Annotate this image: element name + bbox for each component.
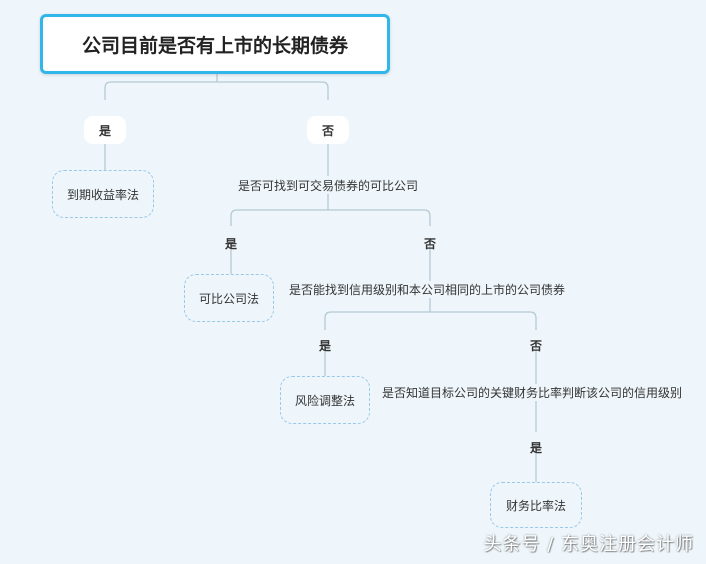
branch-no-label: 否 xyxy=(307,116,349,144)
root-title: 公司目前是否有上市的长期债券 xyxy=(81,34,348,57)
leaf-risk-adjust-method: 风险调整法 xyxy=(280,376,370,424)
leaf-ratio-method-label: 财务比率法 xyxy=(505,498,566,513)
branch-yes-label-3: 是 xyxy=(318,338,331,353)
watermark: 头条号 / 东奥注册会计师 xyxy=(483,534,694,555)
question-2: 是否能找到信用级别和本公司相同的上市的公司债券 xyxy=(287,281,568,298)
leaf-risk-adjust-method-label: 风险调整法 xyxy=(294,393,355,408)
question-1: 是否可找到可交易债券的可比公司 xyxy=(236,177,421,194)
leaf-ytm-method: 到期收益率法 xyxy=(52,170,154,218)
branch-no-label-3: 否 xyxy=(529,338,542,353)
branch-no-label-2: 否 xyxy=(423,236,436,251)
branch-yes-label-4: 是 xyxy=(529,440,542,455)
leaf-comparable-method: 可比公司法 xyxy=(184,274,274,322)
question-3: 是否知道目标公司的关键财务比率判断该公司的信用级别 xyxy=(380,384,685,401)
leaf-ratio-method: 财务比率法 xyxy=(490,482,582,528)
leaf-ytm-method-label: 到期收益率法 xyxy=(66,187,139,202)
leaf-comparable-method-label: 可比公司法 xyxy=(198,291,259,306)
root-question-box: 公司目前是否有上市的长期债券 xyxy=(40,14,390,74)
branch-yes-label-2: 是 xyxy=(224,236,237,251)
branch-yes-label: 是 xyxy=(84,116,126,144)
